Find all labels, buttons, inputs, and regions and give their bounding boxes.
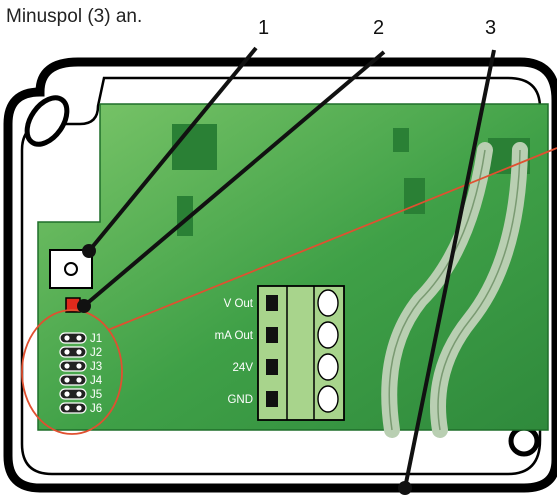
- jumper-2[interactable]: J2: [59, 346, 102, 359]
- jumper-5[interactable]: J5: [59, 388, 102, 401]
- terminal-list: V Out mA Out 24V GND: [215, 289, 339, 413]
- terminal-1[interactable]: V Out: [224, 289, 339, 317]
- callout-number-3: 3: [485, 17, 496, 39]
- jumper-1[interactable]: J1: [59, 332, 102, 345]
- mounting-hole-bottom-right: [508, 425, 540, 457]
- jumper-label: J3: [90, 361, 102, 373]
- jumper-label: J6: [90, 403, 102, 415]
- terminal-label: V Out: [224, 298, 254, 310]
- mounting-hole-top-left: [24, 95, 70, 147]
- jumper-label: J5: [90, 389, 102, 401]
- push-button[interactable]: [49, 249, 93, 289]
- callout-line-3: [403, 49, 496, 489]
- cable-outline: [437, 149, 521, 431]
- jumper-highlight-circle: [21, 309, 123, 435]
- callout-line-1: [87, 46, 258, 253]
- jumper-label: J4: [90, 375, 103, 387]
- callout-number-2: 2: [373, 17, 384, 39]
- callout-dot-2: [77, 299, 91, 313]
- chip-component: [404, 178, 425, 214]
- jumper-6[interactable]: J6: [59, 402, 102, 415]
- terminal-3[interactable]: 24V: [233, 353, 339, 381]
- callout-dot-1: [82, 244, 96, 258]
- jumper-label: J1: [90, 333, 102, 345]
- cable-outline: [388, 149, 486, 431]
- terminal-2[interactable]: mA Out: [215, 321, 339, 349]
- caption-text: Minuspol (3) an.: [6, 6, 143, 27]
- pcb-board: [37, 103, 549, 438]
- terminal-label: GND: [227, 394, 253, 406]
- chip-component: [172, 124, 217, 170]
- chip-component: [393, 128, 409, 152]
- terminal-4[interactable]: GND: [227, 385, 339, 413]
- terminal-label: mA Out: [215, 330, 254, 342]
- terminal-label: 24V: [233, 362, 254, 374]
- callout-number-1: 1: [258, 17, 269, 39]
- jumper-label: J2: [90, 347, 102, 359]
- jumper-3[interactable]: J3: [59, 360, 102, 373]
- callout-dot-3: [398, 481, 412, 495]
- highlight-pointer-line: [107, 147, 557, 331]
- jumper-4[interactable]: J4: [59, 374, 103, 387]
- callout-line-2: [82, 50, 386, 308]
